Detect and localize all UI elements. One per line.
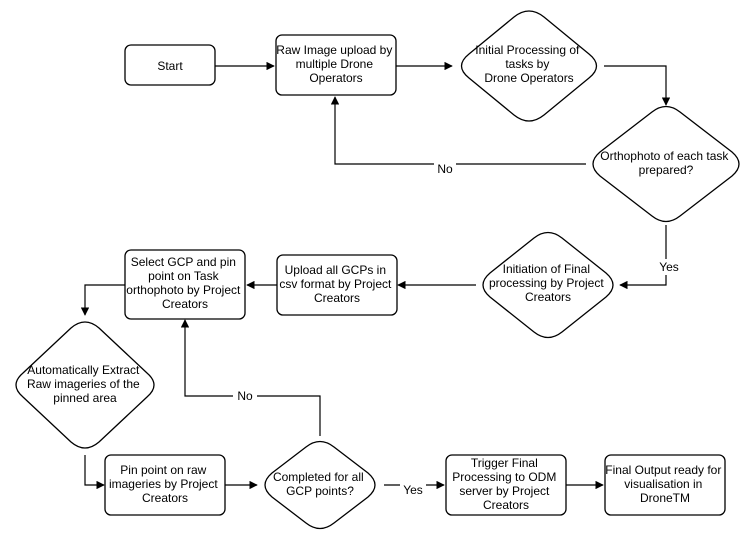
edge-label-no-completed: No: [237, 389, 253, 403]
edge-label-yes-orthophoto: Yes: [659, 260, 679, 274]
node-select-gcp: Select GCP and pin point on Task orthoph…: [124, 249, 246, 320]
node-upload-gcps-label: Upload all GCPs in csv format by Project…: [279, 263, 394, 305]
node-initiation-final-processing-label: Initiation of Final processing by Projec…: [489, 262, 607, 304]
nodes: Start Raw Image upload by multiple Drone…: [15, 10, 740, 530]
node-start-label: Start: [157, 59, 183, 73]
edge-label-yes-completed: Yes: [403, 483, 423, 497]
node-start: Start: [124, 44, 216, 86]
edge-select-gcp-to-auto-extract: [80, 284, 125, 316]
edge-orthophoto-yes-to-initiation: [619, 225, 667, 290]
edge-completed-no-to-select-gcp: [180, 319, 321, 436]
node-orthophoto-prepared-label: Orthophoto of each task prepared?: [600, 149, 731, 177]
node-trigger-final-processing-label: Trigger Final Processing to ODM server b…: [452, 456, 559, 512]
node-select-gcp-label: Select GCP and pin point on Task orthoph…: [126, 255, 243, 311]
node-completed-all-gcp: Completed for all GCP points?: [264, 440, 376, 530]
node-final-output: Final Output ready for visualisation in …: [604, 454, 726, 516]
edge-initial-processing-to-orthophoto: [604, 65, 671, 106]
edge-orthophoto-no-to-raw-upload: [330, 96, 586, 165]
edge-label-no-orthophoto: No: [437, 162, 453, 176]
node-auto-extract-label: Automatically Extract Raw imageries of t…: [27, 363, 143, 405]
node-raw-image-upload-label: Raw Image upload by multiple Drone Opera…: [276, 43, 395, 85]
node-auto-extract: Automatically Extract Raw imageries of t…: [15, 321, 155, 449]
node-initiation-final-processing: Initiation of Final processing by Projec…: [482, 231, 614, 339]
node-pin-point-raw: Pin point on raw imageries by Project Cr…: [104, 454, 226, 516]
node-pin-point-raw-label: Pin point on raw imageries by Project Cr…: [109, 463, 221, 505]
node-completed-all-gcp-label: Completed for all GCP points?: [273, 470, 367, 498]
edges: [80, 61, 671, 490]
edge-labels: No Yes No Yes: [233, 161, 682, 498]
node-upload-gcps: Upload all GCPs in csv format by Project…: [276, 254, 398, 316]
node-raw-image-upload: Raw Image upload by multiple Drone Opera…: [275, 34, 397, 96]
node-final-output-label: Final Output ready for visualisation in …: [605, 463, 724, 505]
edge-auto-extract-to-pin-point: [84, 455, 105, 490]
node-trigger-final-processing: Trigger Final Processing to ODM server b…: [445, 454, 567, 516]
node-initial-processing-label: Initial Processing of tasks by Drone Ope…: [475, 43, 582, 85]
node-orthophoto-prepared: Orthophoto of each task prepared?: [592, 105, 740, 223]
node-initial-processing: Initial Processing of tasks by Drone Ope…: [460, 10, 598, 122]
